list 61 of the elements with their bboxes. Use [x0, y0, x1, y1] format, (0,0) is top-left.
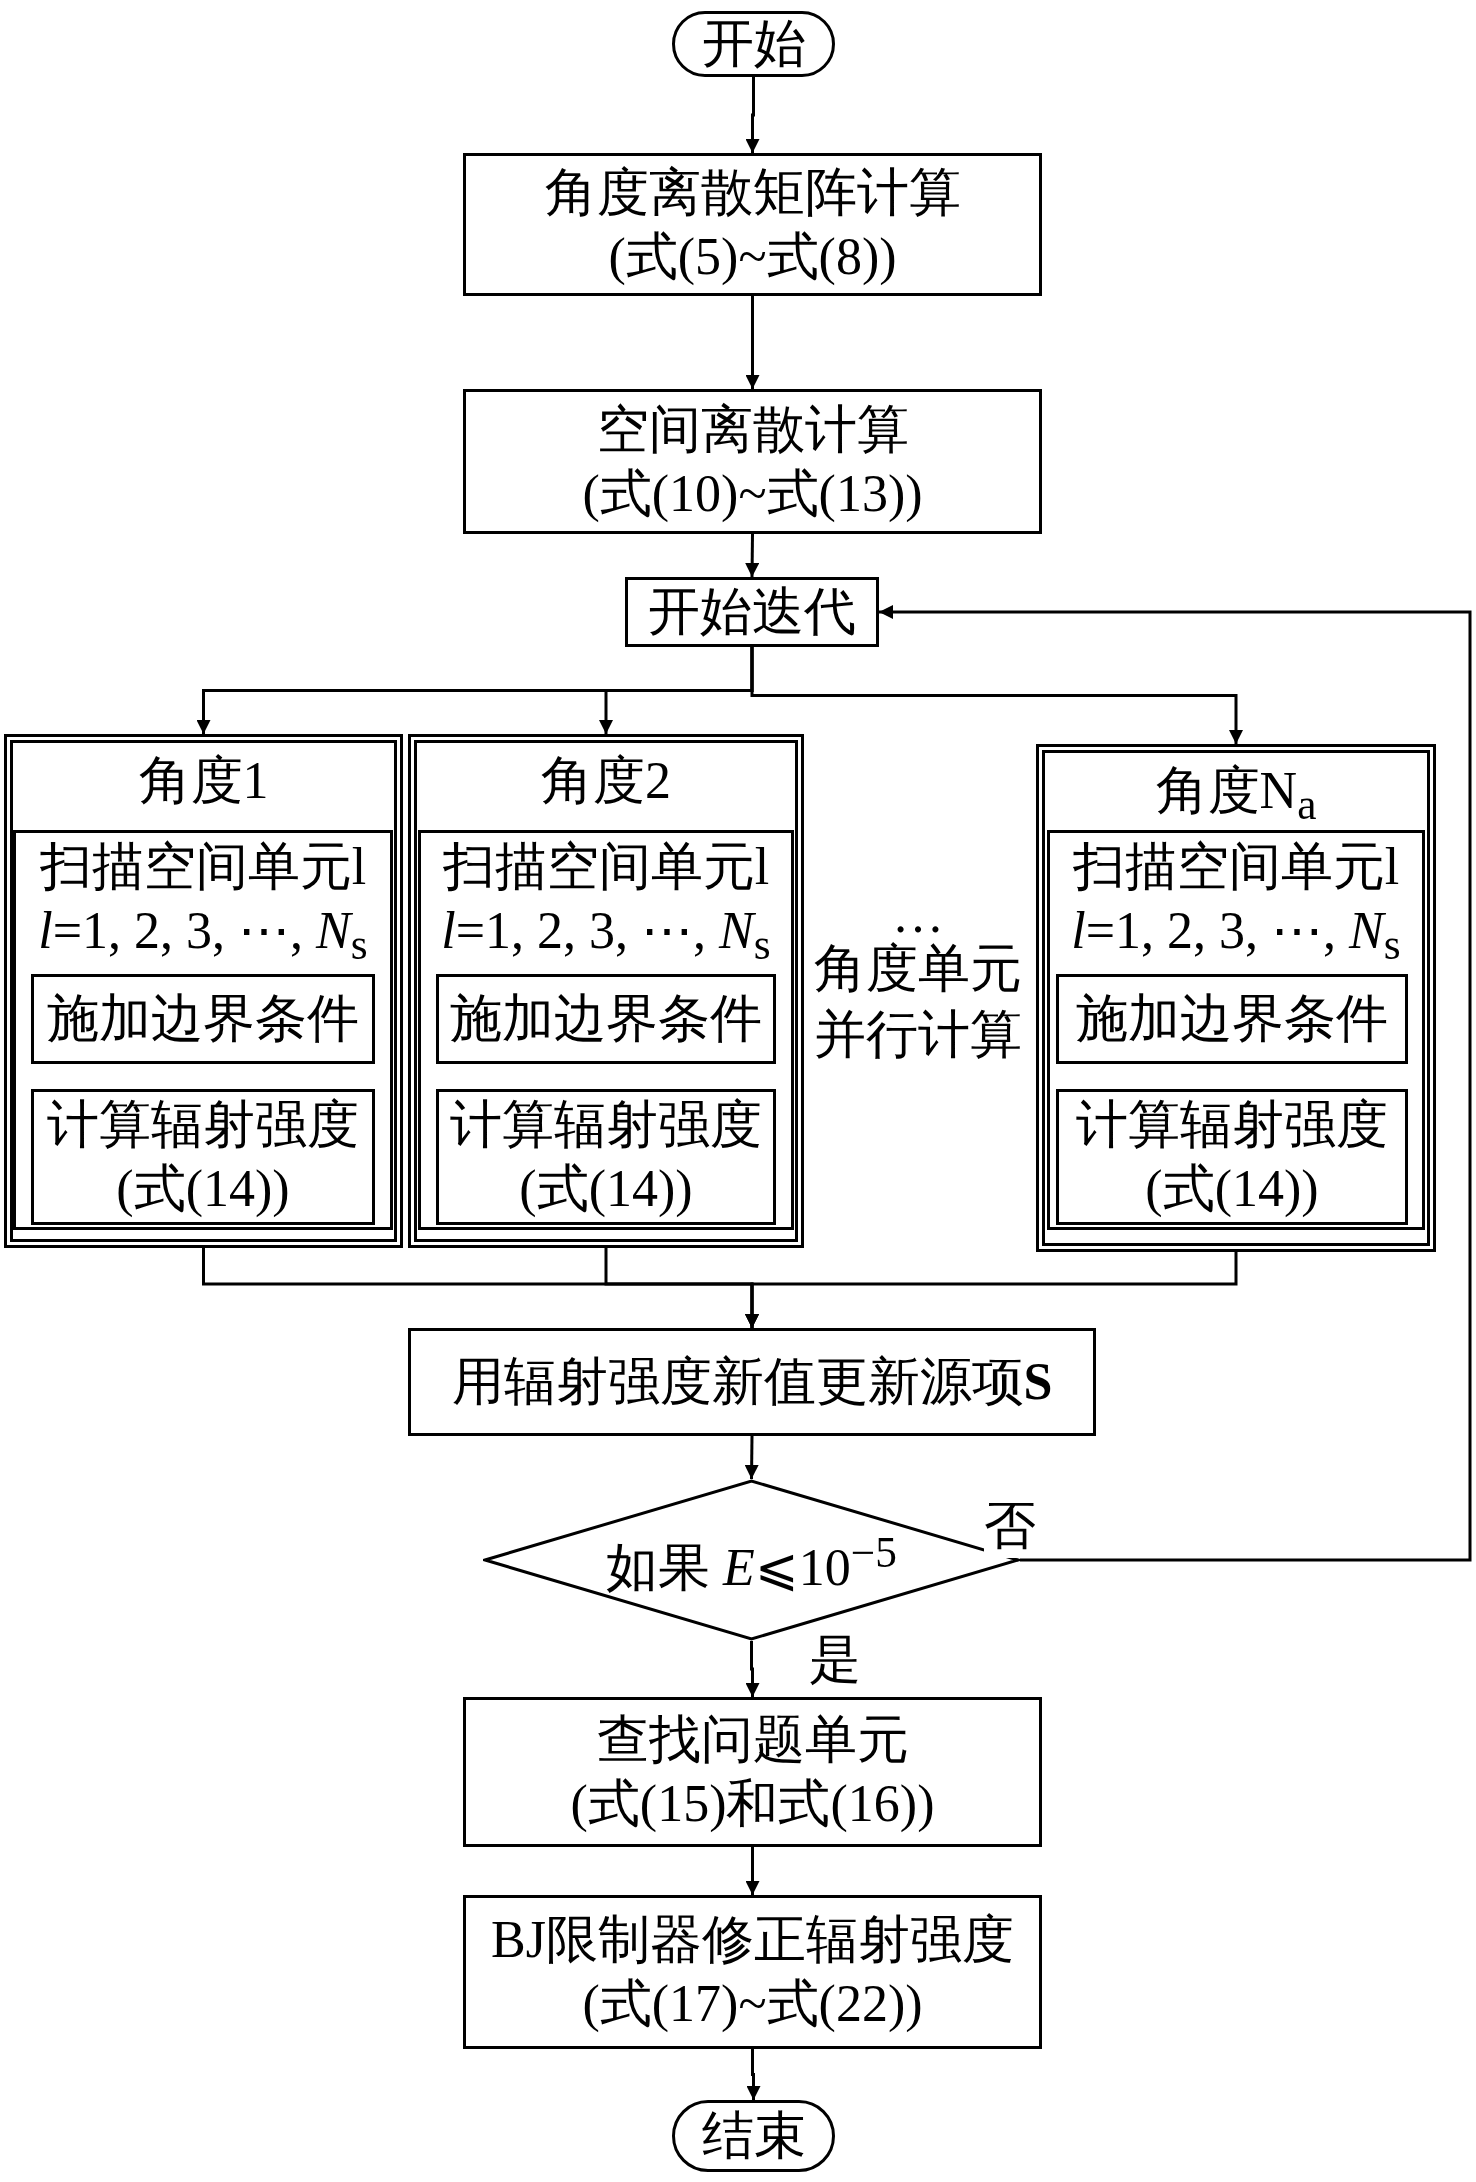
step-text: 施加边界条件 — [450, 989, 762, 1049]
arrow — [745, 296, 760, 389]
process-box — [463, 1697, 1042, 1847]
arrow — [745, 1252, 1238, 1328]
process-box — [463, 389, 1042, 534]
step-text: 计算辐射强度 — [47, 1095, 359, 1155]
step-text: 空间离散计算 — [596, 399, 909, 460]
arrow — [745, 77, 760, 153]
step-text: 角度离散矩阵计算 — [544, 162, 961, 223]
step-text: 用辐射强度新值更新源项S — [451, 1352, 1053, 1412]
step-text: 查找问题单元 — [596, 1710, 909, 1770]
step-text: 开始迭代 — [648, 582, 856, 642]
angle-panel — [408, 734, 804, 1248]
step-text: (式(17)~式(22)) — [582, 1974, 923, 2034]
arrow — [745, 534, 760, 577]
angle-panel — [4, 734, 403, 1248]
scan-loop-box — [418, 830, 794, 1230]
process-box — [625, 577, 879, 647]
process-box — [436, 1089, 776, 1225]
arrow — [879, 605, 1472, 1562]
angle-panel — [1036, 744, 1436, 1252]
step-text: 扫描空间单元l — [38, 837, 368, 897]
panel-heading: 角度N$_{a}$ — [1154, 761, 1318, 831]
step-text: 施加边界条件 — [47, 989, 359, 1049]
process-box — [1056, 974, 1408, 1064]
step-text: 扫描空间单元l — [1071, 837, 1401, 897]
arrow — [750, 647, 1243, 744]
step-text: (式(14)) — [1145, 1159, 1319, 1219]
process-box — [436, 974, 776, 1064]
step-text: (式(5)~式(8)) — [608, 226, 897, 287]
step-text: (式(10)~式(13)) — [582, 463, 923, 524]
step-text: 开始 — [701, 14, 806, 74]
terminal-box — [672, 2100, 835, 2172]
arrow — [744, 1436, 759, 1479]
scan-loop-box — [1047, 830, 1425, 1230]
step-text: 扫描空间单元l — [441, 837, 771, 897]
arrow — [746, 2049, 761, 2100]
step-text: 施加边界条件 — [1076, 989, 1388, 1049]
process-box — [31, 974, 375, 1064]
process-box — [463, 153, 1042, 296]
step-text: l=1, 2, 3, ⋯, N$_{s}$ — [1070, 901, 1402, 971]
process-box — [463, 1895, 1042, 2049]
step-text: (式(14)) — [116, 1159, 290, 1219]
arrow — [745, 1847, 760, 1895]
scan-loop-box — [13, 830, 393, 1230]
panel-heading: 角度2 — [540, 751, 672, 811]
process-box — [408, 1328, 1096, 1436]
process-box — [31, 1089, 375, 1225]
step-text: 计算辐射强度 — [1076, 1095, 1388, 1155]
step-text: (式(15)和式(16)) — [570, 1774, 935, 1834]
arrow — [745, 1641, 760, 1697]
step-text: (式(14)) — [519, 1159, 693, 1219]
terminal-box — [672, 11, 835, 77]
step-text: 如果 E⩽10$^{−5}$ — [606, 1526, 897, 1599]
process-box — [1056, 1089, 1408, 1225]
step-text: l=1, 2, 3, ⋯, N$_{s}$ — [440, 901, 772, 971]
panel-heading: 角度1 — [137, 751, 270, 811]
step-text: 结束 — [701, 2106, 806, 2166]
step-text: l=1, 2, 3, ⋯, N$_{s}$ — [37, 901, 369, 971]
step-text: 计算辐射强度 — [450, 1095, 762, 1155]
step-text: BJ限制器修正辐射强度 — [491, 1910, 1014, 1970]
